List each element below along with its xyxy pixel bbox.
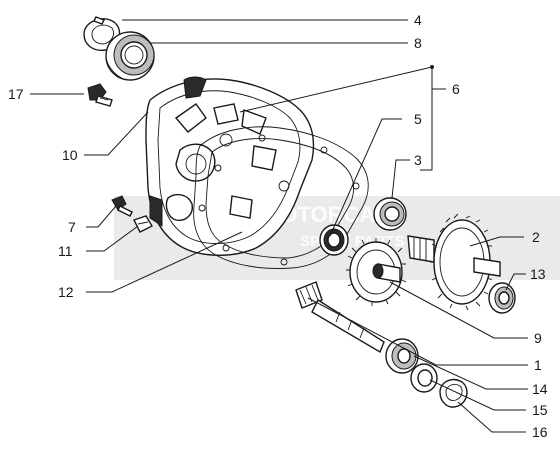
leader-16 [457,401,526,433]
part-circlip-16 [439,378,468,408]
leader-1 [307,297,528,366]
callout-13: 13 [530,266,546,282]
callout-16: 16 [532,424,548,440]
callout-labels: 4 8 6 17 10 5 3 7 11 12 2 13 9 1 14 15 1… [8,12,548,440]
callout-1: 1 [534,357,542,373]
part-intermediate-gear-9 [346,238,407,306]
callout-17: 17 [8,86,24,102]
callout-12: 12 [58,284,74,300]
leader-6-bracket [420,67,433,171]
callout-14: 14 [532,381,548,397]
leader-9 [389,281,528,339]
part-bolt-17 [87,83,113,107]
part-oil-seal-5 [319,224,349,256]
callout-2: 2 [532,229,540,245]
callout-11: 11 [58,243,73,259]
leader-11 [86,225,139,252]
callout-3: 3 [414,152,422,168]
callout-15: 15 [532,402,548,418]
part-screw-7 [111,195,133,217]
callout-8: 8 [414,35,422,51]
leader-6 [239,66,433,113]
leader-6-dot [430,65,434,69]
leader-10 [84,111,149,156]
callout-5: 5 [414,111,422,127]
leader-13 [505,273,526,291]
leader-12 [86,231,243,293]
callout-4: 4 [414,12,422,28]
leader-14 [413,355,528,390]
leader-3 [391,159,410,199]
callout-10: 10 [62,147,78,163]
part-bearing-3 [373,197,407,231]
part-bearing-14 [385,338,419,374]
leader-15 [429,379,526,411]
part-bearing-13 [488,282,516,314]
part-washer-15 [410,363,438,393]
part-clip-11 [133,215,153,233]
callout-9: 9 [534,330,542,346]
callout-6: 6 [452,81,460,97]
part-housing-10 [145,76,315,256]
leader-5 [329,118,402,237]
leader-lines [30,19,528,433]
part-bearing-8 [105,31,155,81]
callout-7: 7 [68,219,76,235]
leader-7 [86,205,117,228]
leader-2 [469,236,524,247]
part-gear-shaft-2 [407,213,501,311]
